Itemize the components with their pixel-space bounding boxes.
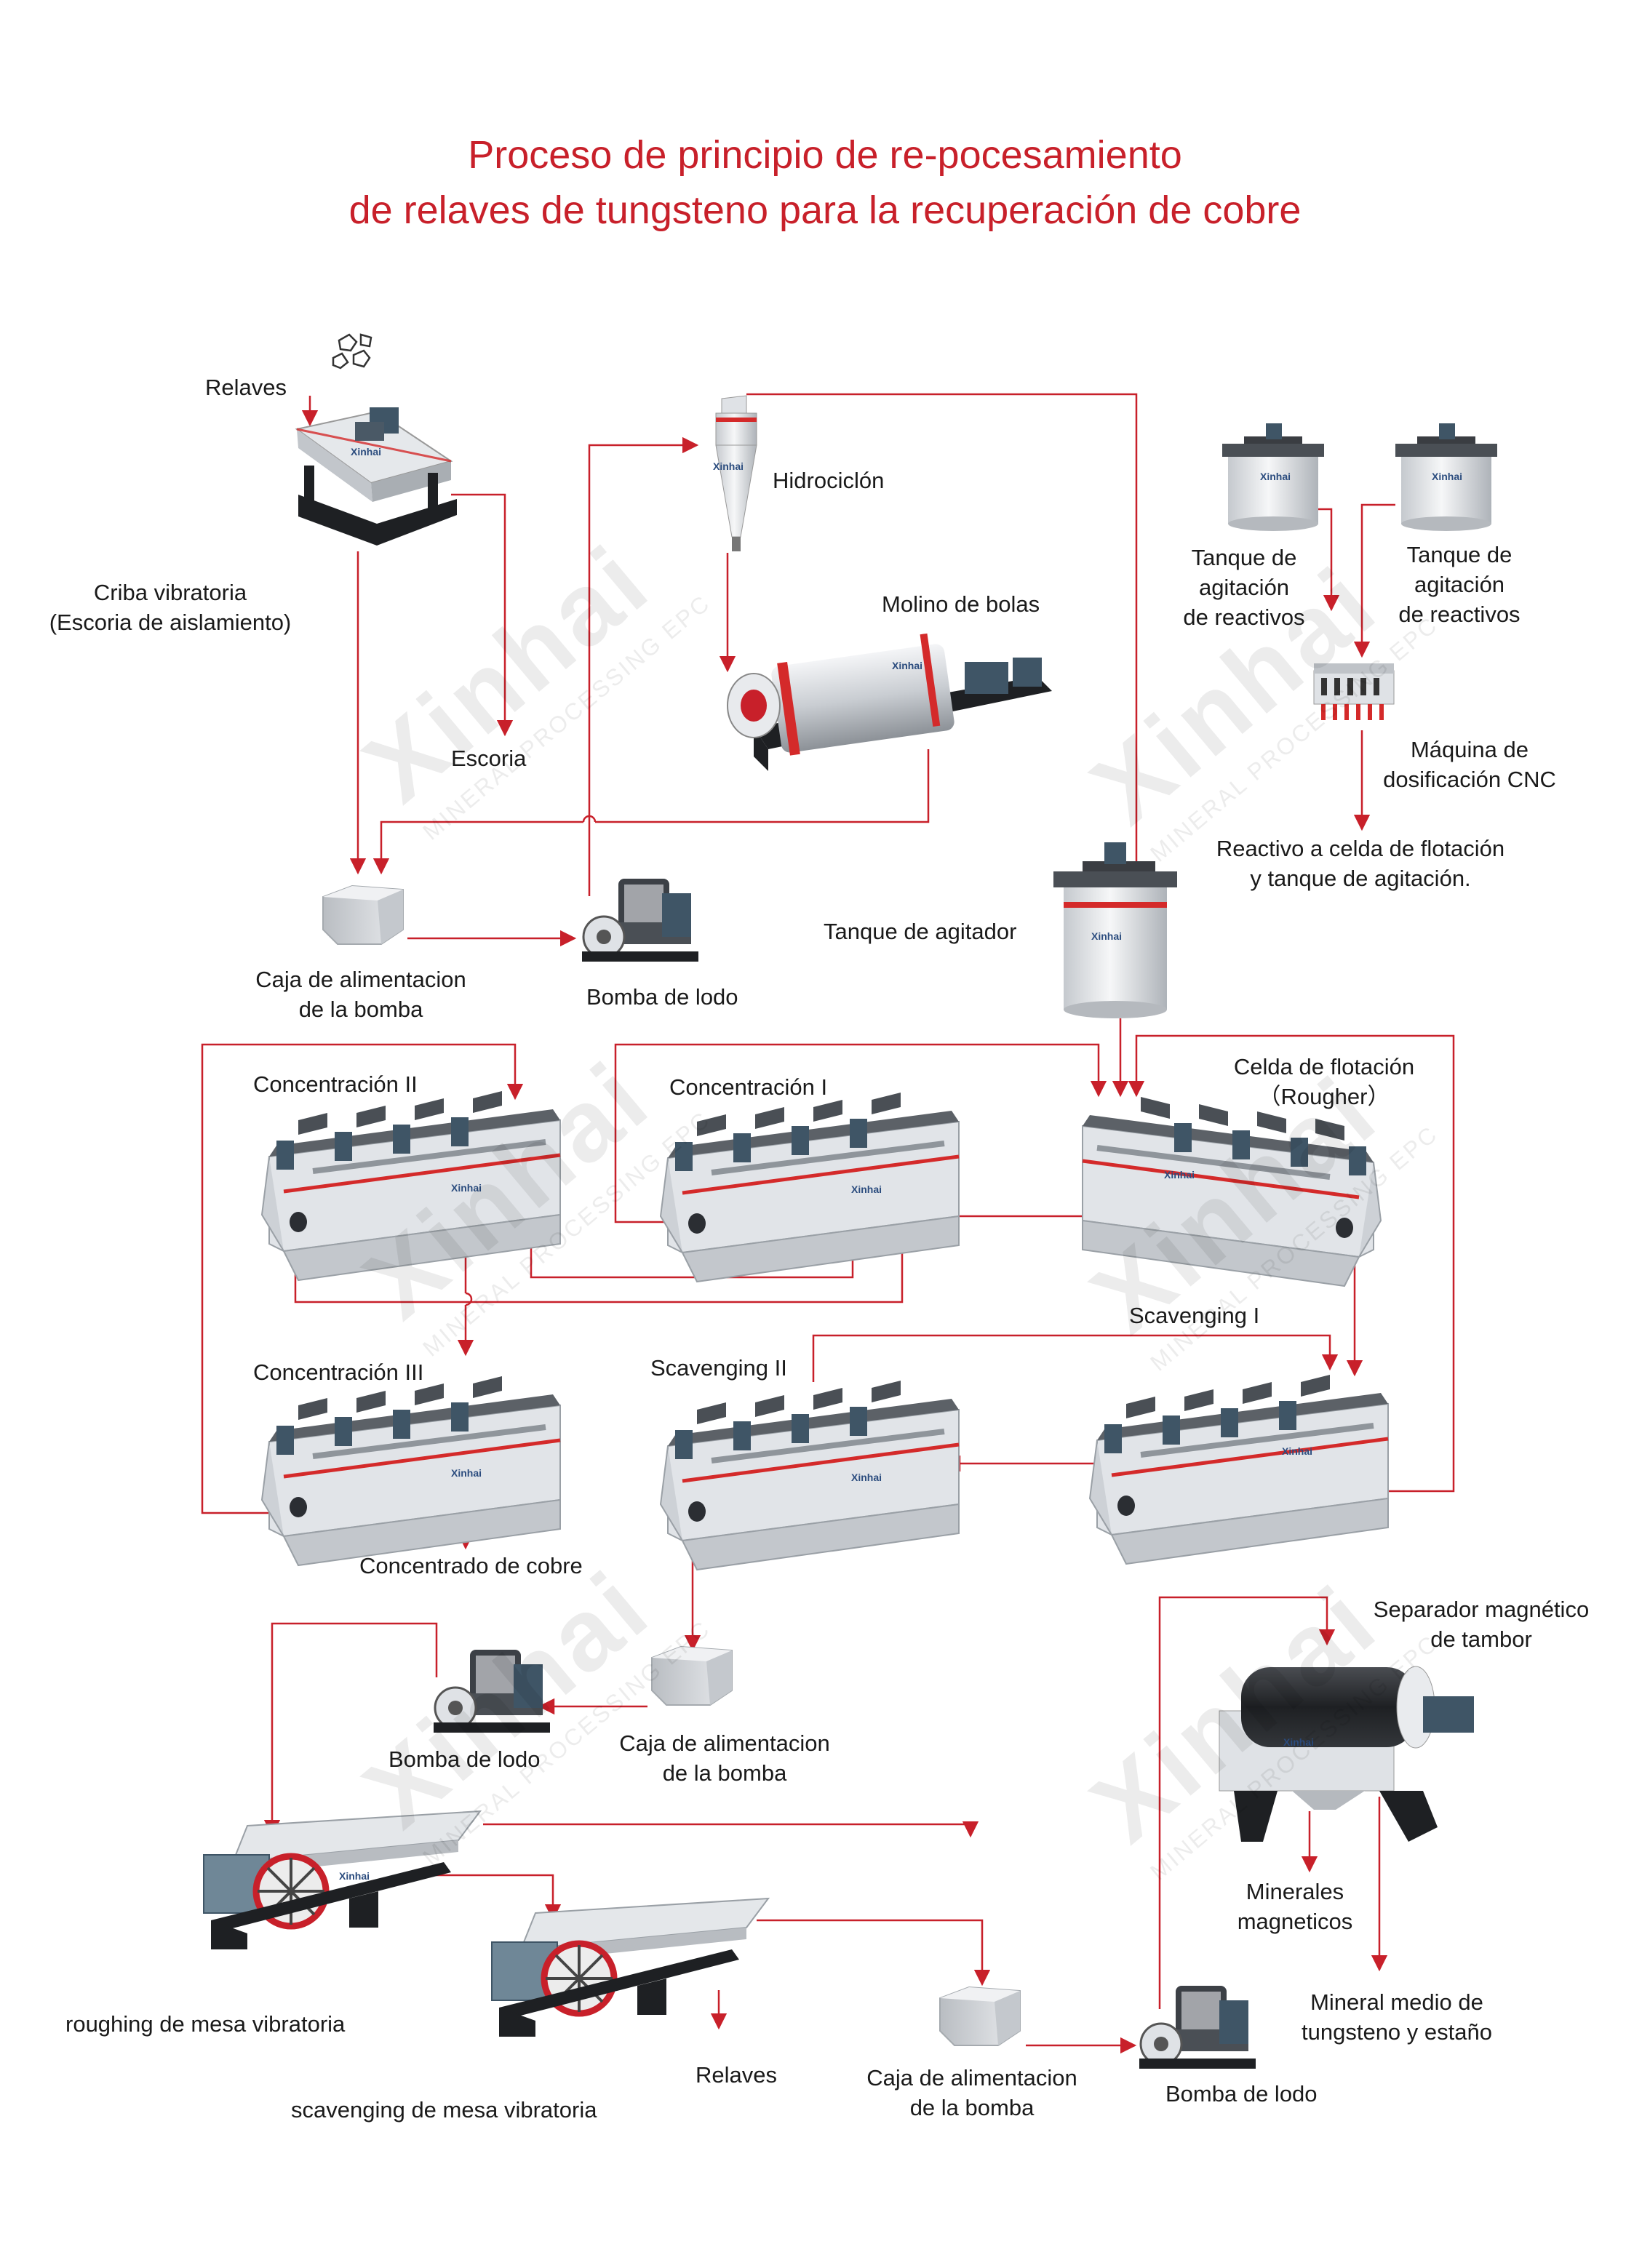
badge-table1: Xinhai [339, 1870, 370, 1882]
label-flotation-rougher: Celda de flotación（Rougher） [1233, 1054, 1415, 1109]
badge-magsep: Xinhai [1283, 1736, 1314, 1748]
flotation-concentration-1-equipment [661, 1093, 959, 1282]
label-agitator-tank: Tanque de agitador [824, 919, 1017, 944]
badge-agitator: Xinhai [1091, 930, 1122, 942]
label-slurry-pump-3: Bomba de lodo [1165, 2081, 1318, 2107]
diagram-title-line-1: Proceso de principio de re-pocesamiento [468, 133, 1182, 177]
badge-tank-b: Xinhai [1432, 471, 1462, 482]
flotation-concentration-3-equipment [262, 1376, 560, 1565]
label-relaves-output: Relaves [696, 2062, 777, 2088]
label-relaves-input: Relaves [205, 375, 287, 400]
label-ball-mill: Molino de bolas [882, 591, 1040, 617]
flotation-scavenging-2-equipment [661, 1381, 959, 1570]
label-escoria: Escoria [451, 746, 527, 771]
shaking-table-scavenging-equipment [492, 1898, 768, 2037]
badge-conc2: Xinhai [451, 1182, 482, 1194]
badge-rougher: Xinhai [1164, 1169, 1195, 1181]
label-concentration-3: Concentración III [253, 1359, 424, 1385]
vibrating-screen-equipment [295, 407, 457, 546]
equipment-brand-badges: Xinhai Xinhai Xinhai Xinhai Xinhai Xinha… [339, 446, 1462, 1882]
flotation-concentration-2-equipment [262, 1091, 560, 1280]
flotation-scavenging-1-equipment [1090, 1375, 1388, 1564]
label-concentration-1: Concentración I [669, 1074, 828, 1100]
label-slurry-pump-1: Bomba de lodo [586, 984, 738, 1010]
label-scavenging-1: Scavenging I [1129, 1303, 1260, 1328]
badge-screen: Xinhai [351, 446, 381, 458]
diagram-title-line-2: de relaves de tungsteno para la recupera… [348, 188, 1302, 232]
agitator-tank-equipment [1053, 842, 1177, 1018]
label-scavenging-2: Scavenging II [650, 1355, 787, 1381]
badge-conc3: Xinhai [451, 1467, 482, 1479]
badge-cyclone: Xinhai [713, 460, 744, 472]
badge-scav1: Xinhai [1282, 1445, 1312, 1457]
label-concentration-2: Concentración II [253, 1071, 418, 1097]
badge-mill: Xinhai [892, 660, 922, 671]
label-scavenging-table: scavenging de mesa vibratoria [291, 2097, 597, 2123]
pump-feed-box-1-equipment [322, 885, 404, 945]
pump-feed-box-2-equipment [651, 1646, 733, 1706]
dosing-machine-equipment [1313, 663, 1395, 720]
label-copper-concentrate: Concentrado de cobre [359, 1553, 583, 1578]
slurry-pump-1-equipment [581, 877, 700, 963]
badge-scav2: Xinhai [851, 1472, 882, 1483]
flotation-rougher-equipment [1083, 1097, 1381, 1286]
pump-feed-box-3-equipment [939, 1987, 1021, 2046]
badge-conc1: Xinhai [851, 1183, 882, 1195]
slurry-pump-3-equipment [1138, 1984, 1257, 2070]
ore-pile-icon [332, 333, 372, 370]
slurry-pump-2-equipment [432, 1648, 551, 1734]
hydrocyclone-equipment [715, 395, 757, 551]
label-vibrating-screen: Criba vibratoria(Escoria de aislamiento) [49, 580, 292, 635]
label-roughing-table: roughing de mesa vibratoria [65, 2011, 346, 2037]
ball-mill-equipment [727, 633, 1052, 771]
label-slurry-pump-2: Bomba de lodo [388, 1746, 541, 1772]
magnetic-separator-equipment [1219, 1666, 1474, 1842]
label-hydrocyclone: Hidrociclón [773, 468, 885, 493]
badge-tank-a: Xinhai [1260, 471, 1291, 482]
